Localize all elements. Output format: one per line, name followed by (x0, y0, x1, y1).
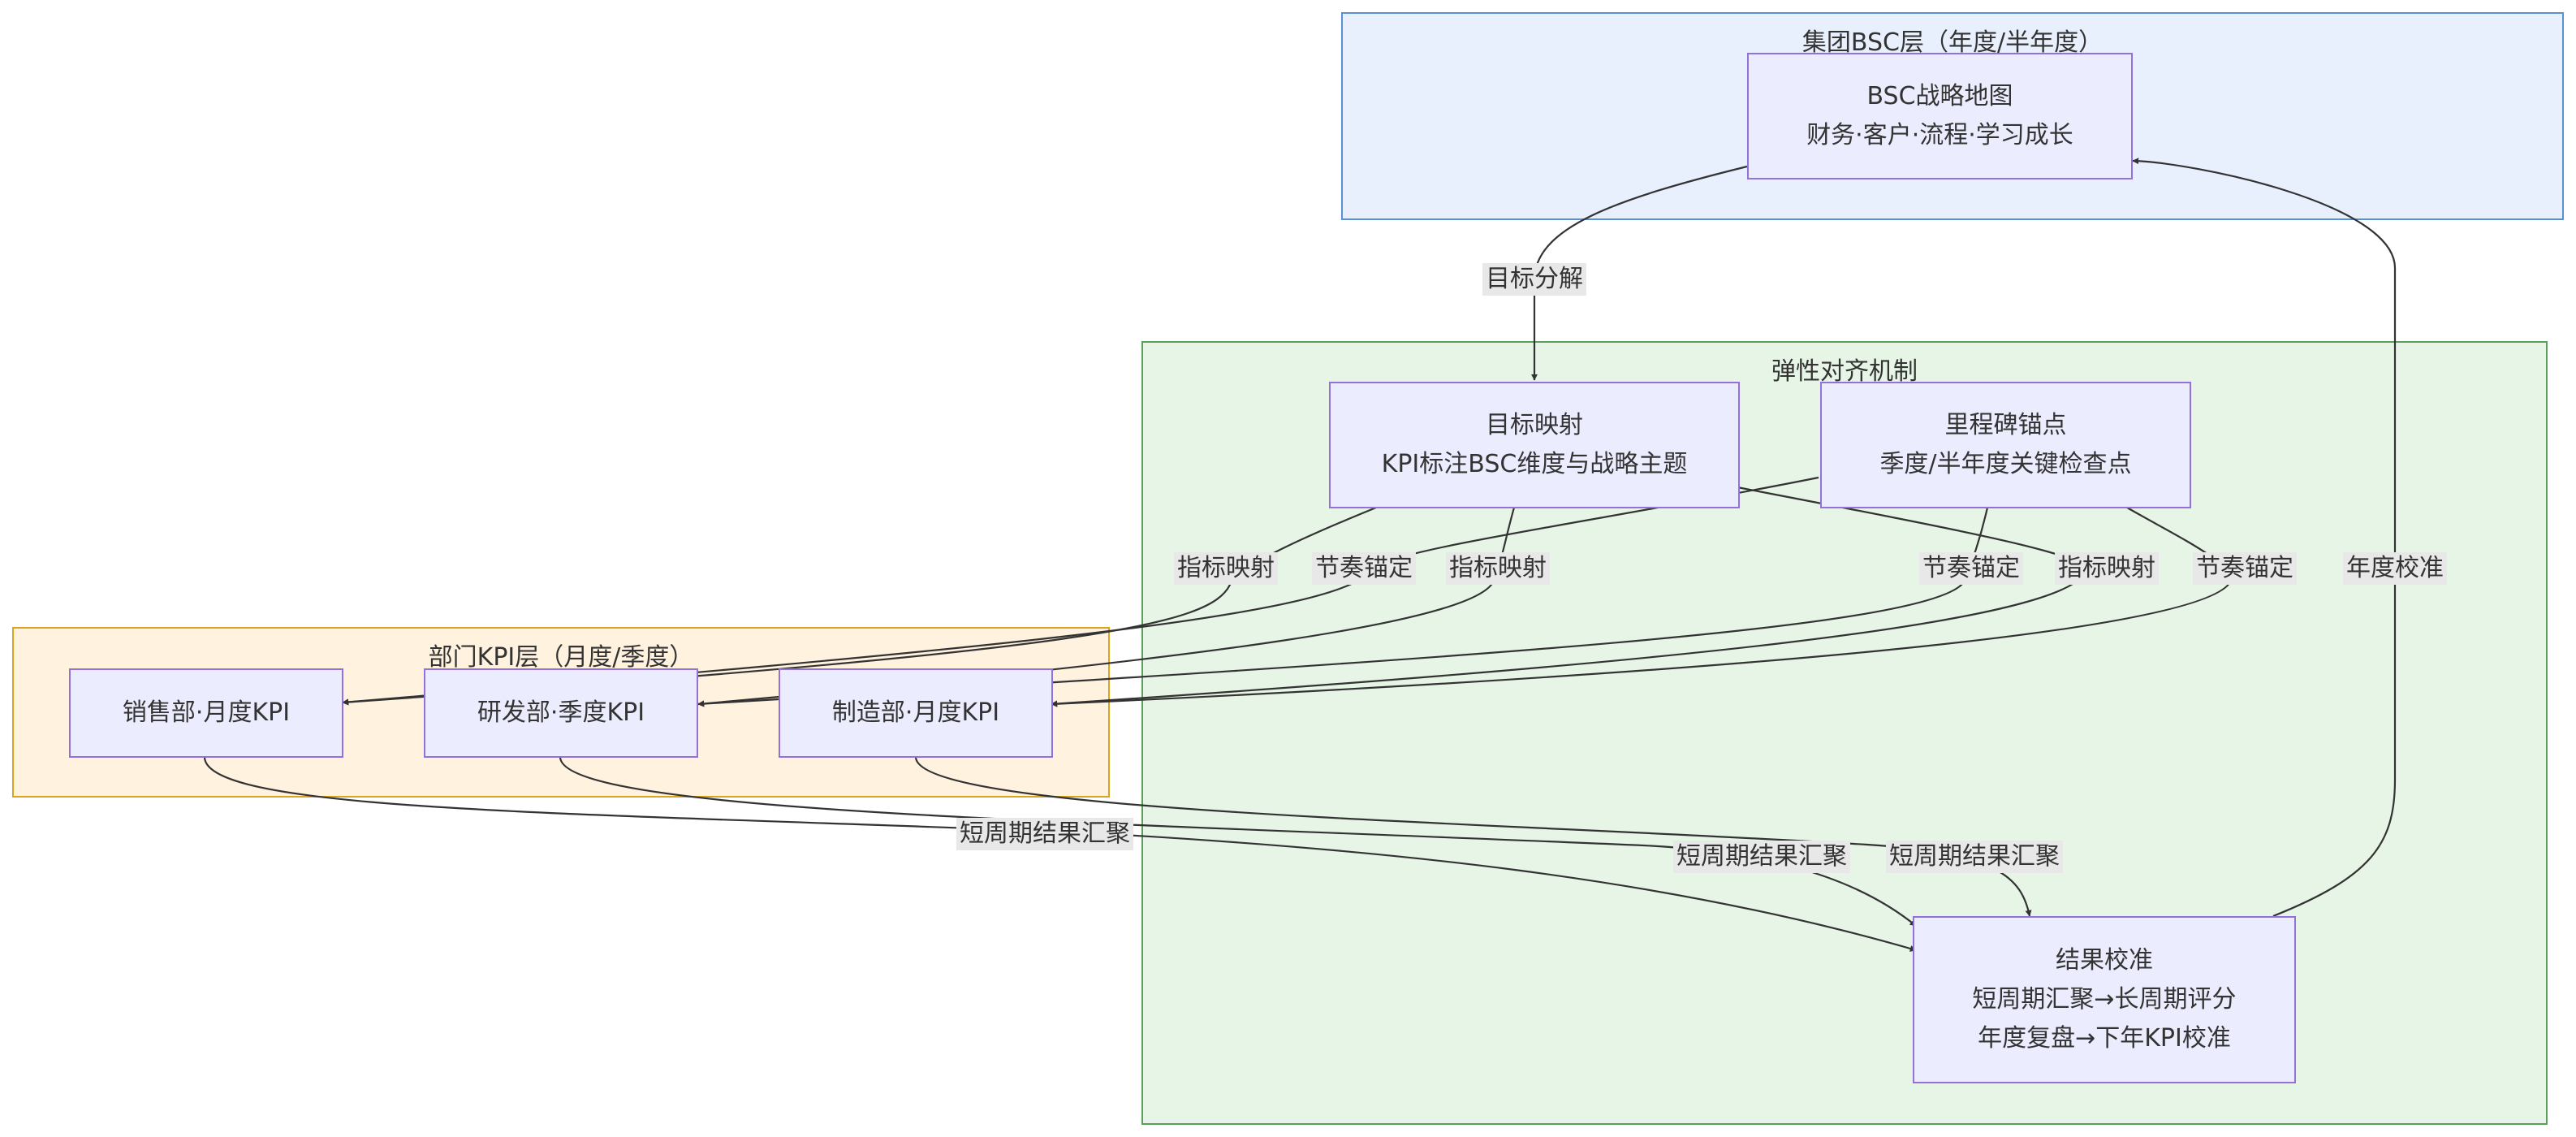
cluster-bsc-title: 集团BSC层（年度/半年度） (1801, 28, 2104, 57)
cluster-flex-title: 弹性对齐机制 (1771, 357, 1918, 386)
node-sales-label: 销售部·月度KPI (122, 698, 291, 727)
node-goal-mapping[interactable]: 目标映射 KPI标注BSC维度与战略主题 (1329, 382, 1740, 508)
edge-label-goal-to-sales: 指标映射 (1174, 552, 1278, 585)
edge-label-rnd-to-calib: 短周期结果汇聚 (1673, 841, 1850, 873)
cluster-dept-title: 部门KPI层（月度/季度） (428, 643, 694, 672)
node-result-calibration[interactable]: 结果校准 短周期汇聚→长周期评分 年度复盘→下年KPI校准 (1913, 916, 2296, 1083)
node-milestone-line1: 里程碑锚点 (1944, 411, 2067, 439)
edge-label-sales-to-calib: 短周期结果汇聚 (956, 818, 1133, 850)
edge-label-milestone-to-sales: 节奏锚定 (1312, 552, 1416, 585)
edge-label-goal-to-mfg: 指标映射 (2055, 552, 2159, 585)
node-goal-map-line2: KPI标注BSC维度与战略主题 (1381, 450, 1688, 478)
node-mfg-kpi[interactable]: 制造部·月度KPI (779, 668, 1053, 758)
edge-label-annual-calibration: 年度校准 (2343, 552, 2447, 585)
edge-milestone-to-sales (342, 476, 1819, 706)
node-rnd-label: 研发部·季度KPI (477, 698, 645, 727)
node-calib-line3: 年度复盘→下年KPI校准 (1978, 1024, 2231, 1053)
node-goal-map-line1: 目标映射 (1486, 411, 1583, 439)
edge-label-mfg-to-calib: 短周期结果汇聚 (1886, 841, 2063, 873)
node-bsc-strategy-map[interactable]: BSC战略地图 财务·客户·流程·学习成长 (1747, 53, 2133, 179)
node-milestone-line2: 季度/半年度关键检查点 (1879, 450, 2132, 478)
edge-label-goal-decompose: 目标分解 (1482, 263, 1586, 296)
edge-milestone-to-mfg (1051, 507, 2233, 707)
node-sales-kpi[interactable]: 销售部·月度KPI (69, 668, 343, 758)
edge-label-goal-to-rnd: 指标映射 (1446, 552, 1550, 585)
edge-sales-to-calib (203, 756, 1917, 952)
node-bsc-map-line1: BSC战略地图 (1866, 82, 2013, 110)
edge-calib-to-bsc (2132, 158, 2397, 918)
edge-label-milestone-to-mfg: 节奏锚定 (2193, 552, 2297, 585)
node-bsc-map-line2: 财务·客户·流程·学习成长 (1806, 121, 2073, 149)
edge-goal-map-to-mfg (1051, 486, 2088, 707)
node-rnd-kpi[interactable]: 研发部·季度KPI (424, 668, 698, 758)
node-calib-line2: 短周期汇聚→长周期评分 (1972, 985, 2237, 1014)
node-mfg-label: 制造部·月度KPI (831, 698, 1000, 727)
node-milestone-anchor[interactable]: 里程碑锚点 季度/半年度关键检查点 (1820, 382, 2191, 508)
edge-label-milestone-to-rnd: 节奏锚定 (1919, 552, 2023, 585)
node-calib-line1: 结果校准 (2056, 946, 2153, 975)
